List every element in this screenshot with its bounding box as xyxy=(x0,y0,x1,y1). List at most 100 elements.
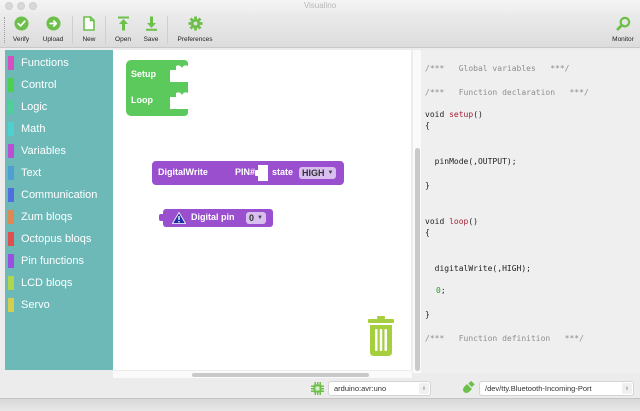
code-text: ; xyxy=(440,286,446,295)
new-label: New xyxy=(82,36,96,43)
category-functions[interactable]: Functions xyxy=(8,53,112,73)
check-circle-icon xyxy=(13,15,29,31)
code-function-name: loop xyxy=(449,217,469,226)
category-text[interactable]: Text xyxy=(8,163,112,183)
upload-label: Upload xyxy=(42,36,64,43)
code-comment: /*** Function definition ***/ xyxy=(425,334,584,343)
state-value: HIGH xyxy=(302,168,325,178)
category-variables[interactable]: Variables xyxy=(8,141,112,161)
port-select[interactable]: /dev/tty.Bluetooth-Incoming-Port ⬍ xyxy=(479,381,634,396)
code-statement: pinMode(,OUTPUT); xyxy=(425,157,517,166)
category-pin-functions[interactable]: Pin functions xyxy=(8,251,112,271)
category-color-swatch xyxy=(8,144,14,158)
code-brace: { xyxy=(425,228,430,237)
verify-button[interactable]: Verify xyxy=(8,14,34,46)
preferences-button[interactable]: Preferences xyxy=(175,14,215,46)
category-color-swatch xyxy=(8,254,14,268)
verify-label: Verify xyxy=(12,36,30,43)
category-color-swatch xyxy=(8,166,14,180)
block-category-sidebar: Functions Control Logic Math Variables T… xyxy=(5,50,113,370)
open-button[interactable]: Open xyxy=(113,14,133,46)
digital-write-block[interactable]: DigitalWrite PIN# state HIGH ▼ xyxy=(152,161,344,185)
board-select[interactable]: arduino:avr:uno ⬍ xyxy=(328,381,431,396)
usb-plug-icon xyxy=(463,381,475,393)
code-function-name: setup xyxy=(449,110,474,119)
digital-pin-block[interactable]: Digital pin 0 ▼ xyxy=(159,209,273,227)
monitor-button[interactable]: Monitor xyxy=(608,14,638,46)
window-bottom-edge xyxy=(0,398,640,411)
pin-dropdown[interactable]: 0 ▼ xyxy=(246,212,266,224)
scrollbar-thumb[interactable] xyxy=(415,148,420,371)
category-label: Text xyxy=(21,167,42,179)
generated-code-panel[interactable]: /*** Global variables ***/ /*** Function… xyxy=(421,50,640,373)
pin-input-socket[interactable] xyxy=(255,165,268,181)
category-communication[interactable]: Communication xyxy=(8,185,112,205)
code-text: () xyxy=(473,110,483,119)
category-label: Pin functions xyxy=(21,255,84,267)
workspace-horizontal-scrollbar[interactable] xyxy=(113,370,412,378)
category-label: Control xyxy=(21,79,57,91)
code-line-loop: void loop() xyxy=(425,217,478,226)
code-keyword: void xyxy=(425,217,450,226)
category-color-swatch xyxy=(8,232,14,246)
category-control[interactable]: Control xyxy=(8,75,112,95)
category-label: Functions xyxy=(21,57,69,69)
upload-button[interactable]: Upload xyxy=(39,14,67,46)
category-color-swatch xyxy=(8,100,14,114)
zoom-window-button[interactable] xyxy=(29,2,37,10)
state-label: state xyxy=(272,167,294,177)
category-octopus-bloqs[interactable]: Octopus bloqs xyxy=(8,229,112,249)
title-bar: Visualino xyxy=(0,0,640,12)
state-dropdown[interactable]: HIGH ▼ xyxy=(299,167,337,179)
category-color-swatch xyxy=(8,188,14,202)
trash-icon[interactable] xyxy=(367,316,395,356)
category-lcd-bloqs[interactable]: LCD bloqs xyxy=(8,273,112,293)
code-brace: } xyxy=(425,181,430,190)
magnifier-icon xyxy=(615,15,631,31)
arrow-right-circle-icon xyxy=(45,15,61,31)
category-math[interactable]: Math xyxy=(8,119,112,139)
category-label: Logic xyxy=(21,101,48,113)
code-brace: } xyxy=(425,310,430,319)
setup-label: Setup xyxy=(131,69,157,79)
chevron-down-icon: ▼ xyxy=(327,170,334,176)
code-statement: 0; xyxy=(436,286,446,295)
category-label: Servo xyxy=(21,299,50,311)
warning-triangle-icon[interactable] xyxy=(172,212,186,224)
category-zum-bloqs[interactable]: Zum bloqs xyxy=(8,207,112,227)
scrollbar-thumb[interactable] xyxy=(192,373,369,377)
document-icon xyxy=(81,15,97,31)
select-arrows-icon: ⬍ xyxy=(419,383,429,394)
chevron-down-icon: ▼ xyxy=(257,215,263,221)
setup-loop-block[interactable]: Setup Loop xyxy=(126,60,188,116)
minimize-window-button[interactable] xyxy=(17,2,25,10)
digital-write-title: DigitalWrite xyxy=(158,167,208,177)
category-servo[interactable]: Servo xyxy=(8,295,112,315)
code-brace: { xyxy=(425,121,430,130)
workspace-vertical-scrollbar[interactable] xyxy=(412,50,421,373)
select-arrows-icon: ⬍ xyxy=(622,383,632,394)
download-arrow-icon xyxy=(143,15,159,31)
category-logic[interactable]: Logic xyxy=(8,97,112,117)
code-statement: digitalWrite(,HIGH); xyxy=(425,264,531,273)
gear-icon xyxy=(187,15,203,31)
category-color-swatch xyxy=(8,298,14,312)
new-button[interactable]: New xyxy=(79,14,99,46)
preferences-label: Preferences xyxy=(177,36,213,43)
code-number: 0 xyxy=(436,286,441,295)
code-line-setup: void setup() xyxy=(425,110,483,119)
close-window-button[interactable] xyxy=(5,2,13,10)
monitor-label: Monitor xyxy=(612,36,634,43)
category-color-swatch xyxy=(8,210,14,224)
toolbar: Verify Upload New Open Save xyxy=(0,12,640,48)
code-comment: /*** Global variables ***/ xyxy=(425,64,570,73)
save-button[interactable]: Save xyxy=(141,14,161,46)
pin-label: PIN# xyxy=(235,167,256,177)
category-color-swatch xyxy=(8,122,14,136)
toolbar-grip[interactable] xyxy=(4,17,5,43)
category-label: Math xyxy=(21,123,46,135)
pin-value: 0 xyxy=(249,213,255,223)
code-keyword: void xyxy=(425,110,450,119)
category-color-swatch xyxy=(8,56,14,70)
